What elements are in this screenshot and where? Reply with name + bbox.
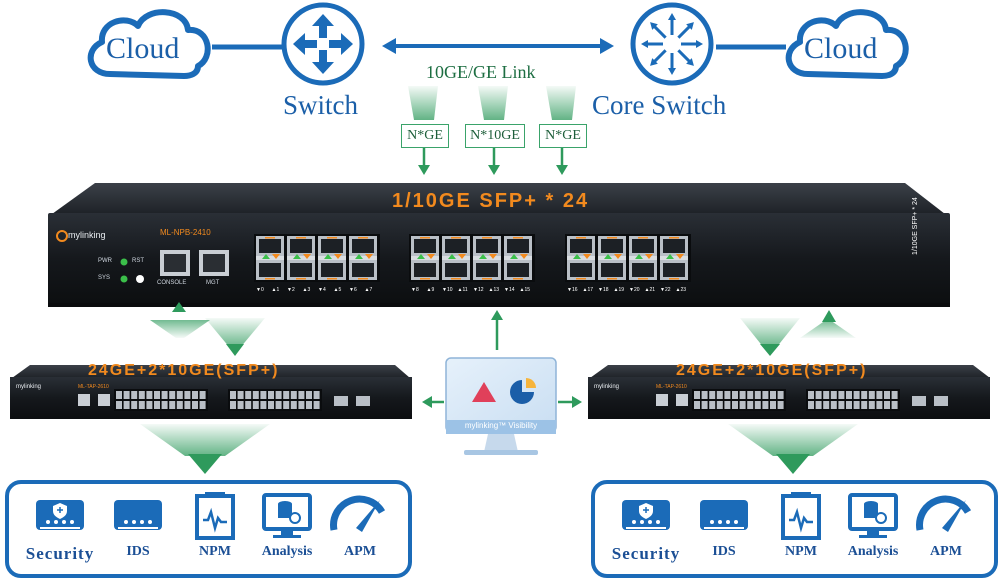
analysis-monitor-icon xyxy=(262,493,312,538)
npb-port-number: ▲11 xyxy=(457,287,468,293)
cloud-right-icon xyxy=(785,9,909,79)
tool-label-apm: APM xyxy=(344,544,376,559)
npb-port-number: ▲5 xyxy=(333,287,342,293)
npb-port-number: ▲21 xyxy=(644,287,656,293)
security-appliance-icon xyxy=(36,500,84,530)
right-tap-banner: 24GE+2*10GE(SFP+) xyxy=(676,362,868,379)
npb-port-number: ▼18 xyxy=(598,287,609,293)
tool-label-apm: APM xyxy=(930,544,962,559)
link-label: 10GE/GE Link xyxy=(426,62,536,82)
cloud-right-label: Cloud xyxy=(804,32,878,65)
tap-box-nge-right: N*GE xyxy=(539,124,587,148)
npb-port-number: ▲3 xyxy=(302,287,311,293)
tap-uplinks xyxy=(150,302,856,408)
npb-port-number: ▲19 xyxy=(613,287,625,293)
npb-port-number: ▲7 xyxy=(364,287,373,293)
npb-port-number: ▲9 xyxy=(426,287,435,293)
security-appliance-icon xyxy=(622,500,670,530)
switch-icon xyxy=(281,2,365,86)
cloud-left-label: Cloud xyxy=(106,32,180,65)
npm-port-icon xyxy=(781,492,821,540)
left-tap-banner: 24GE+2*10GE(SFP+) xyxy=(88,362,280,379)
npb-port-number: ▼2 xyxy=(287,287,295,293)
core-switch-label: Core Switch xyxy=(592,90,727,120)
npb-side-label: 1/10GE SFP+ * 24 xyxy=(912,197,919,255)
tool-label-ids: IDS xyxy=(126,544,150,559)
npb-port-number: ▲23 xyxy=(675,287,687,293)
npb-banner: 1/10GE SFP+ * 24 xyxy=(392,190,590,212)
npb-sys-label: SYS xyxy=(98,275,111,281)
npb-port-number: ▼4 xyxy=(318,287,326,293)
tool-label-security: Security xyxy=(611,544,681,563)
core-switch-icon xyxy=(630,2,714,86)
npb-pwr-label: PWR xyxy=(98,258,112,264)
right-tap-device xyxy=(588,365,990,419)
visibility-monitor xyxy=(445,357,557,455)
npb-port-number: ▼14 xyxy=(504,287,515,293)
left-tap-brand: mylinking xyxy=(16,384,42,390)
npb-port-number: ▼16 xyxy=(567,287,578,293)
npb-port-number: ▲1 xyxy=(271,287,280,293)
npb-port-number: ▼22 xyxy=(660,287,671,293)
npb-port-number: ▼8 xyxy=(411,287,419,293)
npb-brand: mylinking xyxy=(68,230,106,240)
left-tap-device xyxy=(10,365,412,419)
apm-gauge-icon xyxy=(330,495,386,532)
apm-gauge-icon xyxy=(916,495,972,532)
npb-port-number: ▲13 xyxy=(488,287,500,293)
ids-appliance-icon xyxy=(700,500,748,530)
tool-label-security: Security xyxy=(25,544,95,563)
npb-device xyxy=(48,183,950,307)
npb-console-label: CONSOLE xyxy=(157,280,187,286)
tap-funnels xyxy=(408,86,576,175)
tool-label-npm: NPM xyxy=(785,544,817,559)
tool-feed-arrows xyxy=(140,424,858,474)
tap-box-n10ge: N*10GE xyxy=(465,124,525,148)
npb-rst-label: RST xyxy=(132,258,144,264)
npb-port-number: ▼0 xyxy=(256,287,264,293)
ids-appliance-icon xyxy=(114,500,162,530)
npb-port-number: ▼10 xyxy=(442,287,453,293)
monitor-caption: mylinking™ Visibility xyxy=(464,421,538,430)
tool-label-npm: NPM xyxy=(199,544,231,559)
switch-link-arrow xyxy=(382,38,614,54)
right-tap-brand: mylinking xyxy=(594,384,620,390)
tool-label-analysis: Analysis xyxy=(847,544,899,559)
analysis-monitor-icon xyxy=(848,493,898,538)
left-tap-model: ML-TAP-2610 xyxy=(78,384,109,390)
tool-label-analysis: Analysis xyxy=(261,544,313,559)
switch-label: Switch xyxy=(283,90,359,120)
npm-port-icon xyxy=(195,492,235,540)
npb-port-number: ▲15 xyxy=(519,287,531,293)
npb-port-number: ▲17 xyxy=(582,287,594,293)
cloud-left-icon xyxy=(87,9,211,79)
right-tap-model: ML-TAP-2610 xyxy=(656,384,687,390)
npb-port-number: ▼20 xyxy=(629,287,640,293)
npb-port-number: ▼12 xyxy=(473,287,484,293)
npb-model: ML-NPB-2410 xyxy=(160,228,211,237)
npb-mgt-label: MGT xyxy=(206,280,220,286)
tap-box-ngE-left: N*GE xyxy=(401,124,449,148)
tool-label-ids: IDS xyxy=(712,544,736,559)
npb-port-number: ▼6 xyxy=(349,287,357,293)
